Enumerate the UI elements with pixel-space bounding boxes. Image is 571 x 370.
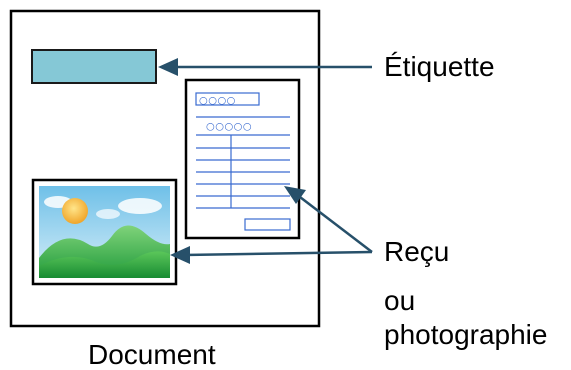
receipt-total-box: [244, 218, 291, 231]
photograph: [31, 178, 178, 286]
arrow-to-photo: [183, 250, 373, 257]
receipt: ○○○○ ○○○○○: [184, 78, 301, 240]
label-photographie: photographie: [384, 319, 548, 350]
label-sticker: [31, 49, 157, 84]
label-recu: Reçu: [384, 236, 450, 267]
label-document: Document: [88, 339, 216, 370]
receipt-second-marks: ○○○○○: [206, 122, 252, 133]
label-etiquette: Étiquette: [384, 51, 495, 82]
label-ou: ou: [384, 285, 416, 316]
receipt-top-marks: ○○○○: [199, 96, 236, 107]
sun-icon: [62, 198, 88, 224]
arrows: [158, 58, 373, 264]
receipt-top-box: [195, 92, 260, 106]
arrow-to-receipt: [295, 193, 373, 253]
